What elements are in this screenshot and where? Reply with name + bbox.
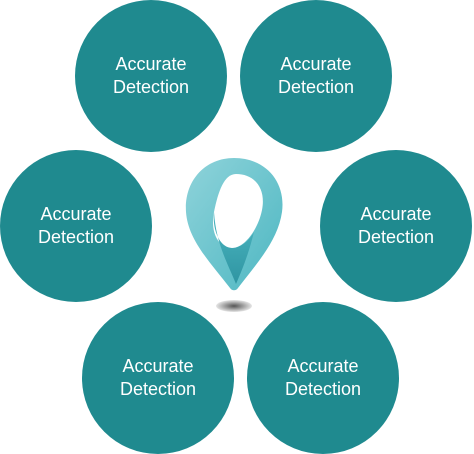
circle-top-right: Accurate Detection [240,0,392,152]
circle-top-left: Accurate Detection [75,0,227,152]
circle-label: Accurate Detection [37,204,115,247]
location-pin-icon [185,158,283,312]
circle-label: Accurate Detection [284,356,362,399]
circle-middle-left: Accurate Detection [0,150,152,302]
circle-label: Accurate Detection [119,356,197,399]
pin-hole [212,174,263,248]
circle-label: Accurate Detection [277,54,355,97]
pin-shadow [216,300,252,312]
pin-fold [213,212,254,284]
circle-label: Accurate Detection [112,54,190,97]
circle-bottom-left: Accurate Detection [82,302,234,454]
circle-label: Accurate Detection [357,204,435,247]
circle-bottom-right: Accurate Detection [247,302,399,454]
circle-middle-right: Accurate Detection [320,150,472,302]
